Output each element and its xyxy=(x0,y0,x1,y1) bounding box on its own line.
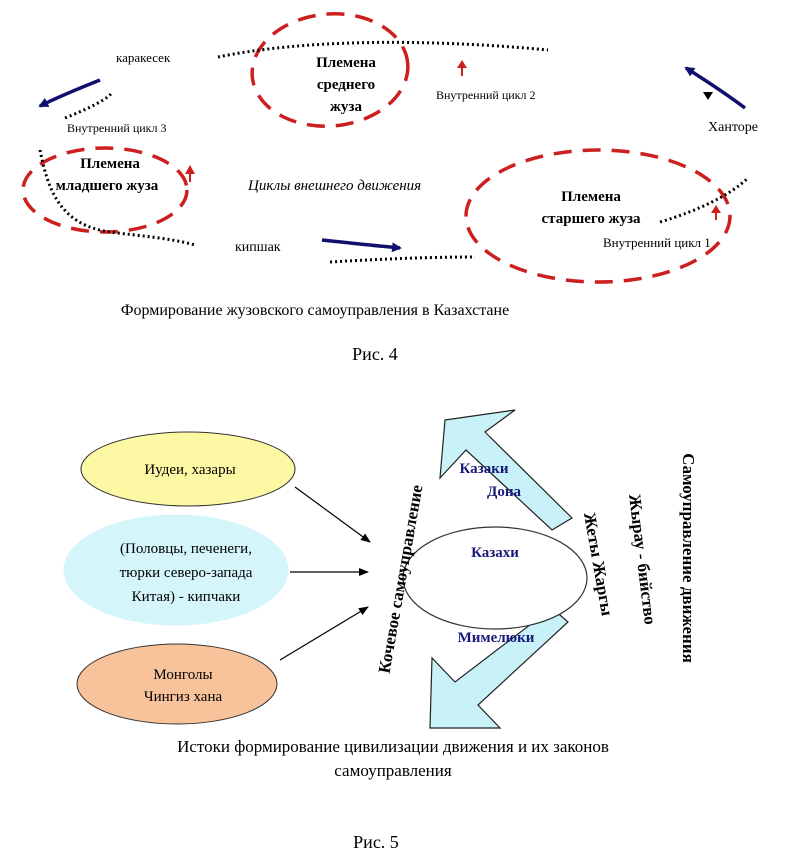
junior-zhuz-line-2: младшего жуза xyxy=(56,178,159,194)
middle-zhuz-line-1: Племена xyxy=(316,55,376,71)
dotted-orbit-right xyxy=(659,176,750,224)
arrow-bottom-icon xyxy=(321,238,402,253)
arrow-up-label-1: Казаки xyxy=(460,461,509,477)
figure-5-number: Рис. 5 xyxy=(353,832,399,852)
junior-zhuz-line-1: Племена xyxy=(80,156,140,172)
dotted-orbit-left xyxy=(64,91,114,120)
arrow-down-label: Мимелюки xyxy=(458,630,535,646)
figure-5-caption-line-1: Истоки формирование цивилизации движения… xyxy=(177,737,609,756)
label-inner-cycle-1: Внутренний цикл 1 xyxy=(603,235,711,250)
senior-zhuz-line-1: Племена xyxy=(561,189,621,205)
oval-jews-khazars xyxy=(80,431,296,507)
label-inner-cycle-3: Внутренний цикл 3 xyxy=(67,121,167,135)
label-karakesek: каракесек xyxy=(116,50,171,65)
arrow-right-top-icon xyxy=(684,66,747,110)
arrow-down-shape xyxy=(429,607,569,729)
oval-kipchaks-line-3: Китая) - кипчаки xyxy=(132,589,241,605)
figure-4-caption: Формирование жузовского самоуправления в… xyxy=(121,302,509,319)
label-zhyrau: Жырау - бийство xyxy=(625,493,660,626)
oval-kipchaks-line-2: тюрки северо-запада xyxy=(120,565,253,581)
oval-mongols xyxy=(76,643,278,725)
red-arrow-icon xyxy=(711,205,721,220)
oval-kipchaks xyxy=(63,514,289,626)
label-external-cycles: Циклы внешнего движения xyxy=(247,178,421,194)
figure-4-number: Рис. 4 xyxy=(352,344,398,364)
senior-zhuz-line-2: старшего жуза xyxy=(542,211,641,227)
dotted-orbit-top xyxy=(217,40,549,59)
dotted-orbit-bottom xyxy=(329,255,476,264)
connector-arrow-icon xyxy=(279,606,369,661)
connector-arrow-icon xyxy=(294,486,371,543)
center-ellipse xyxy=(402,526,588,630)
label-movement-selfgov: Самоуправление движения xyxy=(679,453,698,663)
arrow-up-label-2: Дона xyxy=(487,484,521,500)
label-hantore: Ханторе xyxy=(708,120,758,135)
oval-kipchaks-line-1: (Половцы, печенеги, xyxy=(120,541,252,557)
figure-4: каракесек Внутренний цикл 3 Внутренний ц… xyxy=(21,12,758,364)
oval-mongols-line-2: Чингиз хана xyxy=(144,689,223,705)
label-zhety-zhargy: Жеты Жаргы xyxy=(580,511,617,617)
figure-5: Иудеи, хазары (Половцы, печенеги, тюрки … xyxy=(63,409,698,852)
red-arrow-icon xyxy=(457,60,467,76)
figure-5-caption-line-2: самоуправления xyxy=(334,761,452,780)
middle-zhuz-line-3: жуза xyxy=(330,99,362,115)
oval-mongols-line-1: Монголы xyxy=(153,667,212,683)
middle-zhuz-line-2: среднего xyxy=(317,77,375,93)
dotted-orbit-left-lower xyxy=(38,149,196,247)
arrow-left-icon xyxy=(38,78,101,108)
oval-jews-text: Иудеи, хазары xyxy=(144,462,235,478)
red-arrow-icon xyxy=(185,165,195,182)
junior-zhuz-ellipse xyxy=(21,146,189,234)
center-label: Казахи xyxy=(471,545,519,561)
triangle-marker-icon xyxy=(703,92,713,100)
arrow-up-shape xyxy=(439,409,573,531)
middle-zhuz-ellipse xyxy=(250,12,410,128)
label-kipshak: кипшак xyxy=(235,240,281,255)
label-inner-cycle-2: Внутренний цикл 2 xyxy=(436,88,536,102)
senior-zhuz-ellipse xyxy=(464,148,732,284)
